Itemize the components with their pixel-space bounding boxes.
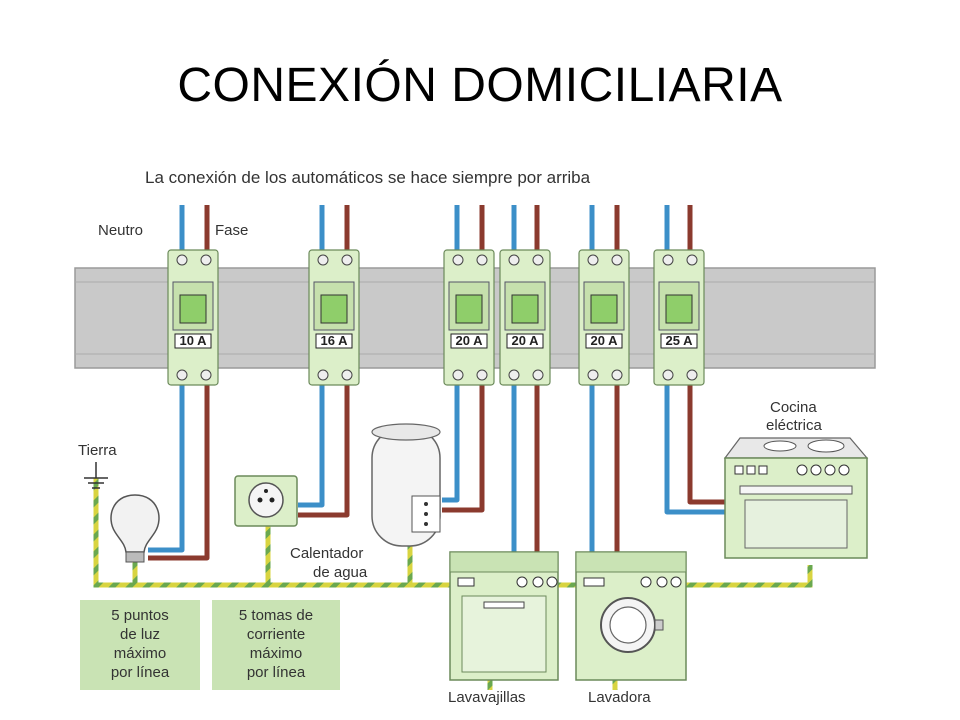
- breaker-rating-5: 20 A: [591, 333, 619, 348]
- water-heater-icon: [371, 423, 441, 547]
- light-bulb-icon: [110, 494, 160, 563]
- note-tomas-line3: máximo: [250, 645, 303, 662]
- note-luz-line4: por línea: [111, 664, 170, 681]
- tierra-label: Tierra: [78, 442, 117, 459]
- note-tomas-line2: corriente: [247, 626, 305, 643]
- cocina-label-line1: Cocina: [770, 399, 817, 416]
- breaker-1: 10 A: [167, 249, 219, 386]
- washing-machine-icon: [575, 551, 687, 681]
- cocina-label-line2: eléctrica: [766, 417, 823, 434]
- neutro-label: Neutro: [98, 222, 143, 239]
- breaker-5: 20 A: [578, 249, 630, 386]
- breaker-4: 20 A: [499, 249, 551, 386]
- breaker-rating-1: 10 A: [180, 333, 208, 348]
- breaker-3: 20 A: [443, 249, 495, 386]
- dishwasher-icon: [449, 551, 559, 681]
- note-tomas-line4: por línea: [247, 664, 306, 681]
- note-luz-line2: de luz: [120, 626, 160, 643]
- lavavajillas-label: Lavavajillas: [448, 689, 526, 706]
- calentador-label-line1: Calentador: [290, 545, 363, 562]
- calentador-label-line2: de agua: [313, 564, 368, 581]
- breaker-rating-4: 20 A: [512, 333, 540, 348]
- electric-stove-icon: [723, 437, 869, 559]
- ground-symbol: [84, 462, 108, 489]
- note-box-luz: 5 puntos de luz máximo por línea: [80, 600, 200, 690]
- note-luz-line3: máximo: [114, 645, 167, 662]
- breaker-6: 25 A: [653, 249, 705, 386]
- slide-title: CONEXIÓN DOMICILIARIA: [177, 59, 783, 112]
- breaker-rating-2: 16 A: [321, 333, 349, 348]
- note-luz-line1: 5 puntos: [111, 607, 169, 624]
- note-box-tomas: 5 tomas de corriente máximo por línea: [212, 600, 340, 690]
- diagram-caption: La conexión de los automáticos se hace s…: [145, 168, 591, 187]
- breaker-rating-6: 25 A: [666, 333, 694, 348]
- breaker-2: 16 A: [308, 249, 360, 386]
- fase-label: Fase: [215, 222, 248, 239]
- lavadora-label: Lavadora: [588, 689, 651, 706]
- breaker-rating-3: 20 A: [456, 333, 484, 348]
- power-socket-icon: [234, 475, 298, 527]
- note-tomas-line1: 5 tomas de: [239, 607, 313, 624]
